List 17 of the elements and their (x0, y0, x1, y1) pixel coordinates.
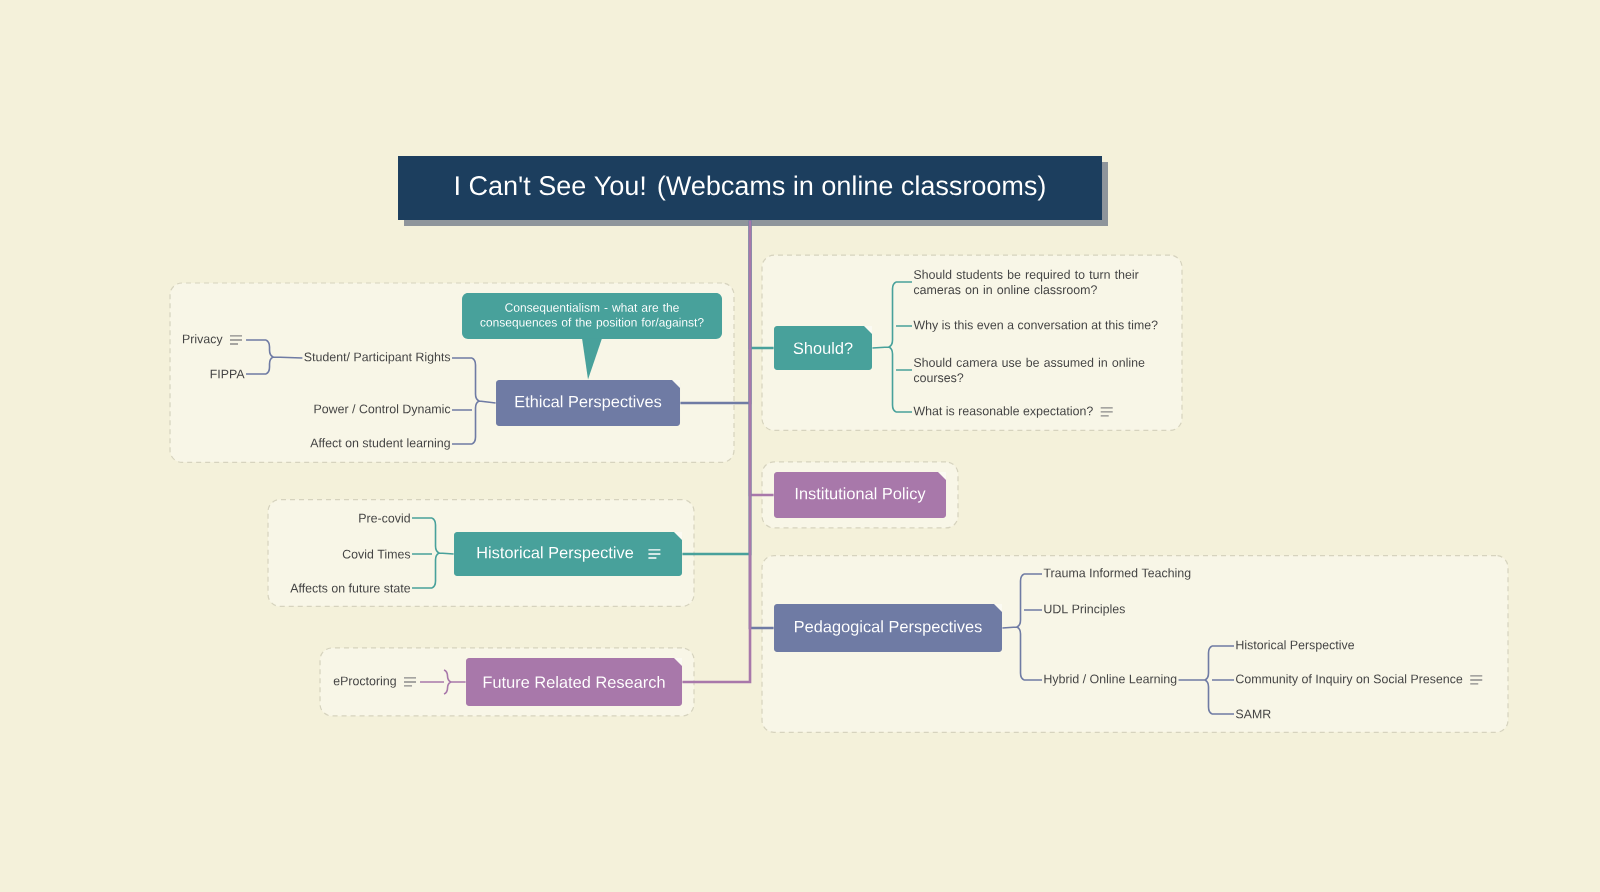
central-topic-box: I Can't See You! (Webcams in online classrooms) (398, 156, 1108, 226)
brace (1001, 573, 1043, 681)
brace (411, 517, 455, 589)
topic-box: Pedagogical Perspectives (774, 603, 1002, 652)
topic-box: Historical Perspective (454, 531, 682, 576)
brace (871, 281, 913, 413)
brace (245, 339, 304, 375)
connector-line (682, 220, 752, 684)
dashed-frame (761, 555, 1509, 733)
topic-box: Ethical Perspectives (496, 379, 680, 426)
callout-pointer (582, 338, 602, 380)
topic-box: Future Related Research (466, 657, 682, 706)
topic-box: Institutional Policy (774, 472, 946, 518)
brace (419, 669, 467, 695)
topic-box: Should? (774, 325, 872, 370)
brace (1177, 645, 1235, 715)
dashed-frame (761, 254, 1183, 431)
